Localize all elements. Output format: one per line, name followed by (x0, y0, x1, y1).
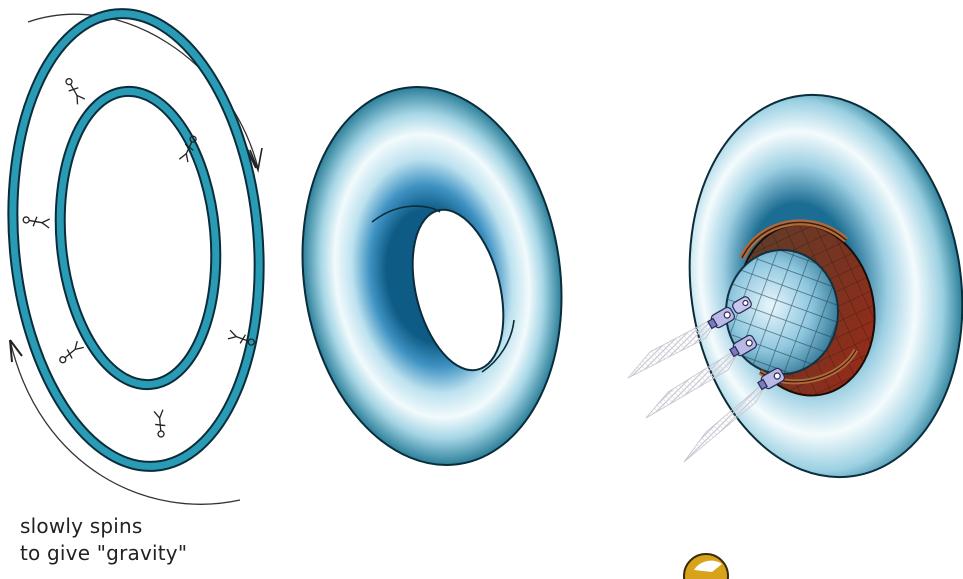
badge-icon (684, 554, 728, 579)
caption: slowly spins to give "gravity" (20, 513, 187, 567)
spinning-ring-diagram (0, 3, 277, 504)
caption-line-1: slowly spins (20, 513, 187, 540)
cutaway-torus (628, 77, 963, 495)
caption-line-2: to give "gravity" (20, 540, 187, 567)
torus-station (279, 70, 585, 482)
